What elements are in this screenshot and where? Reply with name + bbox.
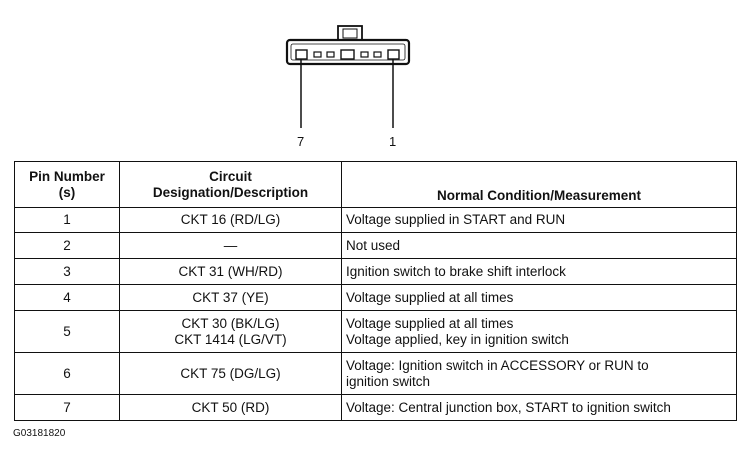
condition-cell: Voltage: Central junction box, START to … [341, 394, 737, 421]
pinout-table: Pin Number (s) Circuit Designation/Descr… [14, 161, 737, 421]
figure-id: G03181820 [13, 428, 66, 439]
header-condition: Normal Condition/Measurement [341, 161, 737, 208]
table-row: 6 CKT 75 (DG/LG) Voltage: Ignition switc… [14, 352, 737, 395]
circuit-cell: CKT 75 (DG/LG) [119, 352, 342, 395]
pin-label-1: 1 [389, 134, 397, 149]
table-row: 1 CKT 16 (RD/LG) Voltage supplied in STA… [14, 207, 737, 233]
condition-cell: Voltage supplied at all times [341, 284, 737, 311]
pin-cell: 1 [14, 207, 120, 233]
condition-cell: Ignition switch to brake shift interlock [341, 258, 737, 285]
pin-cell: 4 [14, 284, 120, 311]
circuit-cell: CKT 16 (RD/LG) [119, 207, 342, 233]
pin-cavity-4 [340, 49, 355, 60]
pin-cell: 6 [14, 352, 120, 395]
header-circuit: Circuit Designation/Description [119, 161, 342, 208]
header-pin-number: Pin Number (s) [14, 161, 120, 208]
circuit-cell: CKT 50 (RD) [119, 394, 342, 421]
connector-diagram [285, 25, 411, 128]
pin-cavity-1 [387, 49, 400, 60]
table-header-row: Pin Number (s) Circuit Designation/Descr… [14, 161, 737, 208]
circuit-cell: CKT 37 (YE) [119, 284, 342, 311]
circuit-cell: CKT 30 (BK/LG) CKT 1414 (LG/VT) [119, 310, 342, 353]
table-row: 3 CKT 31 (WH/RD) Ignition switch to brak… [14, 258, 737, 285]
pin-cell: 3 [14, 258, 120, 285]
condition-cell: Voltage: Ignition switch in ACCESSORY or… [341, 352, 737, 395]
table-row: 7 CKT 50 (RD) Voltage: Central junction … [14, 394, 737, 421]
pin-cell: 7 [14, 394, 120, 421]
pin-cavity-7 [295, 49, 308, 60]
pin-cell: 2 [14, 232, 120, 259]
pin-label-7: 7 [297, 134, 305, 149]
table-row: 2 — Not used [14, 232, 737, 259]
pin-cell: 5 [14, 310, 120, 353]
pin-cavity-3 [360, 51, 369, 58]
table-row: 5 CKT 30 (BK/LG) CKT 1414 (LG/VT) Voltag… [14, 310, 737, 353]
pin-cavity-6 [313, 51, 322, 58]
pin-cavity-2 [373, 51, 382, 58]
condition-cell: Voltage supplied at all times Voltage ap… [341, 310, 737, 353]
pin-cavity-5 [326, 51, 335, 58]
condition-cell: Not used [341, 232, 737, 259]
table-row: 4 CKT 37 (YE) Voltage supplied at all ti… [14, 284, 737, 311]
circuit-cell: — [119, 232, 342, 259]
condition-cell: Voltage supplied in START and RUN [341, 207, 737, 233]
circuit-cell: CKT 31 (WH/RD) [119, 258, 342, 285]
